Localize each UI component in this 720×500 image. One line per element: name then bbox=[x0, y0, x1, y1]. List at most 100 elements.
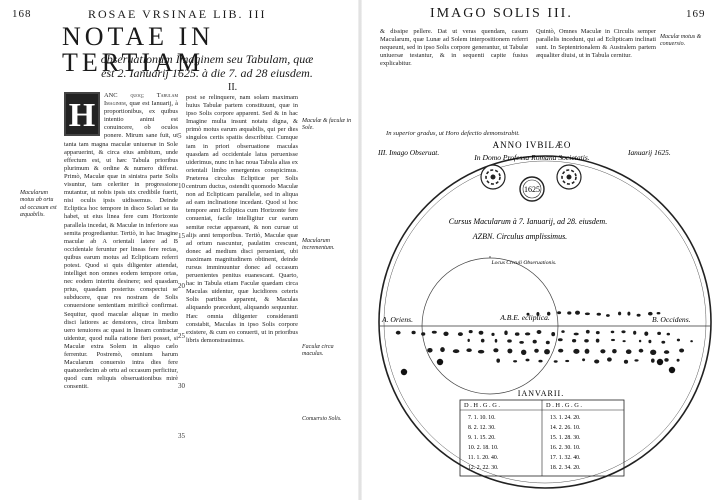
line-number: 30 bbox=[178, 382, 185, 390]
sunspot bbox=[582, 358, 586, 362]
body-text-right-col1: & dissipe pellere. Dat ut veras quendam,… bbox=[380, 28, 528, 68]
sunspot bbox=[431, 330, 437, 334]
body-text-right-col2: Quintò, Omnes Maculæ in Circulis semper … bbox=[536, 28, 656, 60]
sunspot bbox=[514, 332, 520, 336]
sunspot bbox=[440, 347, 445, 353]
sunspot bbox=[611, 338, 615, 342]
opening-words: ANC quoq; Tabulam Imaginem, bbox=[104, 92, 178, 108]
sunspot bbox=[666, 332, 670, 336]
sunspot bbox=[606, 314, 610, 317]
sunspot bbox=[436, 358, 444, 366]
page-number: 168 bbox=[12, 8, 32, 20]
line-number: 10 bbox=[178, 182, 185, 190]
sunspot bbox=[633, 330, 637, 335]
left-page: 168 ROSAE VRSINAE LIB. III NOTAE IN TERT… bbox=[12, 7, 351, 488]
table-cell: 17. 1. 32. 40. bbox=[550, 455, 581, 461]
line-number: 5 bbox=[178, 132, 182, 140]
sunspot bbox=[584, 339, 589, 343]
sunspot bbox=[443, 331, 449, 336]
margin-note-right-page: Maculæ motus & conuersio. bbox=[660, 34, 702, 48]
sunspot bbox=[395, 330, 401, 335]
sunspot bbox=[648, 311, 653, 316]
sunspot bbox=[690, 340, 693, 343]
sunspot bbox=[524, 332, 531, 336]
running-head: ROSAE VRSINAE LIB. III bbox=[88, 7, 267, 21]
seal-year: 1625 bbox=[524, 185, 540, 194]
figure-label-right: Ianuarij 1625. bbox=[627, 148, 671, 157]
left-column-2: post se relinquere, nam solam maximam hu… bbox=[186, 94, 298, 488]
sunspot bbox=[595, 338, 600, 343]
sunspot bbox=[547, 311, 551, 316]
sunspot bbox=[679, 348, 685, 353]
sunspot bbox=[526, 312, 530, 316]
sunspot bbox=[573, 332, 579, 336]
table-head-left: D . H . G . G . bbox=[464, 402, 500, 409]
line-number: 15 bbox=[178, 232, 185, 240]
sunspot bbox=[553, 360, 558, 363]
sunspot bbox=[480, 338, 485, 343]
sunspot bbox=[664, 358, 669, 362]
sunspot bbox=[584, 312, 590, 316]
sunspot bbox=[525, 358, 530, 362]
sunspot bbox=[496, 358, 500, 363]
sunspot bbox=[594, 359, 600, 364]
date-table: IANVARII. D . H . G . G . D . H . G . G … bbox=[459, 389, 625, 477]
sunspot bbox=[493, 348, 499, 353]
ecliptic-label: A.B.E. ecliptica. bbox=[499, 313, 550, 322]
sunspot bbox=[650, 349, 657, 355]
sunspot bbox=[504, 330, 508, 336]
sunspot bbox=[477, 349, 485, 354]
table-head-right: D . H . G . G . bbox=[546, 402, 582, 409]
table-cell: 9. 1. 15. 20. bbox=[468, 435, 496, 441]
left-column-1: ANC quoq; Tabulam Imaginem, quæ est Ianu… bbox=[64, 92, 178, 488]
body-text-col2: post se relinquere, nam solam maximam hu… bbox=[186, 94, 298, 344]
margin-note-right-3: Faculæ circa maculas. bbox=[302, 344, 334, 358]
sunspot bbox=[648, 339, 652, 344]
sunspot bbox=[596, 312, 601, 316]
sunspot bbox=[536, 312, 540, 316]
sunspot bbox=[457, 332, 463, 336]
sunspot bbox=[452, 349, 460, 354]
sunspot bbox=[656, 358, 664, 366]
table-rows: 7. 1. 10. 10.8. 2. 12. 30.9. 1. 15. 20.1… bbox=[468, 415, 581, 471]
page-number-right: 169 bbox=[686, 8, 706, 20]
inner-circle-label: Locus Circuli Obseruationis. bbox=[491, 260, 557, 266]
sunspot bbox=[644, 331, 649, 336]
figure-course: Cursus Macularum à 7. Ianuarij, ad 28. e… bbox=[449, 217, 607, 226]
sunspot bbox=[668, 366, 676, 374]
sunspot bbox=[623, 359, 629, 364]
solar-disk-outline bbox=[378, 155, 712, 489]
sunspot bbox=[478, 330, 484, 335]
margin-note-right-4: Conuersio Solis. bbox=[302, 416, 342, 422]
chapter-title: NOTAE IN TERTIAM bbox=[62, 22, 214, 77]
sunspot bbox=[427, 348, 433, 353]
line-number: 20 bbox=[178, 282, 185, 290]
sunspot bbox=[663, 350, 670, 354]
sunspot bbox=[607, 357, 612, 362]
sunspot bbox=[565, 359, 570, 363]
sunspot bbox=[519, 341, 524, 344]
sunspot bbox=[625, 349, 632, 354]
sunspot bbox=[551, 332, 556, 337]
sunspot bbox=[557, 311, 562, 315]
sun-figure: 1625 III. Imago Obseruat. Ianuarij 1625.… bbox=[377, 140, 712, 489]
drop-cap: H bbox=[64, 92, 100, 136]
margin-note-left-1: Macularum motus ab ortu ad occasum est æ… bbox=[20, 190, 57, 218]
sunspot bbox=[575, 310, 580, 315]
sunspot bbox=[521, 349, 527, 355]
table-cell: 12. 2. 22. 30. bbox=[468, 465, 499, 471]
right-column-1: & dissipe pellere. Dat ut veras quendam,… bbox=[380, 28, 528, 124]
sunspot bbox=[610, 330, 615, 334]
occident-label: B. Occidens. bbox=[652, 315, 691, 324]
seal-center: 1625 bbox=[519, 176, 545, 202]
table-cell: 18. 2. 34. 20. bbox=[550, 465, 581, 471]
figure-label-left: III. Imago Obseruat. bbox=[377, 148, 439, 157]
bottom-line: In superior gradus, ut Horo defectio dem… bbox=[386, 130, 520, 137]
orient-label: A. Oriens. bbox=[381, 315, 413, 324]
sunspot bbox=[411, 330, 416, 335]
figure-circle-caption: AZBN. Circulus amplissimus. bbox=[472, 232, 567, 241]
sunspot bbox=[466, 348, 472, 352]
sunspot bbox=[491, 332, 495, 336]
sunspot bbox=[572, 339, 577, 343]
sunspot bbox=[657, 331, 661, 335]
